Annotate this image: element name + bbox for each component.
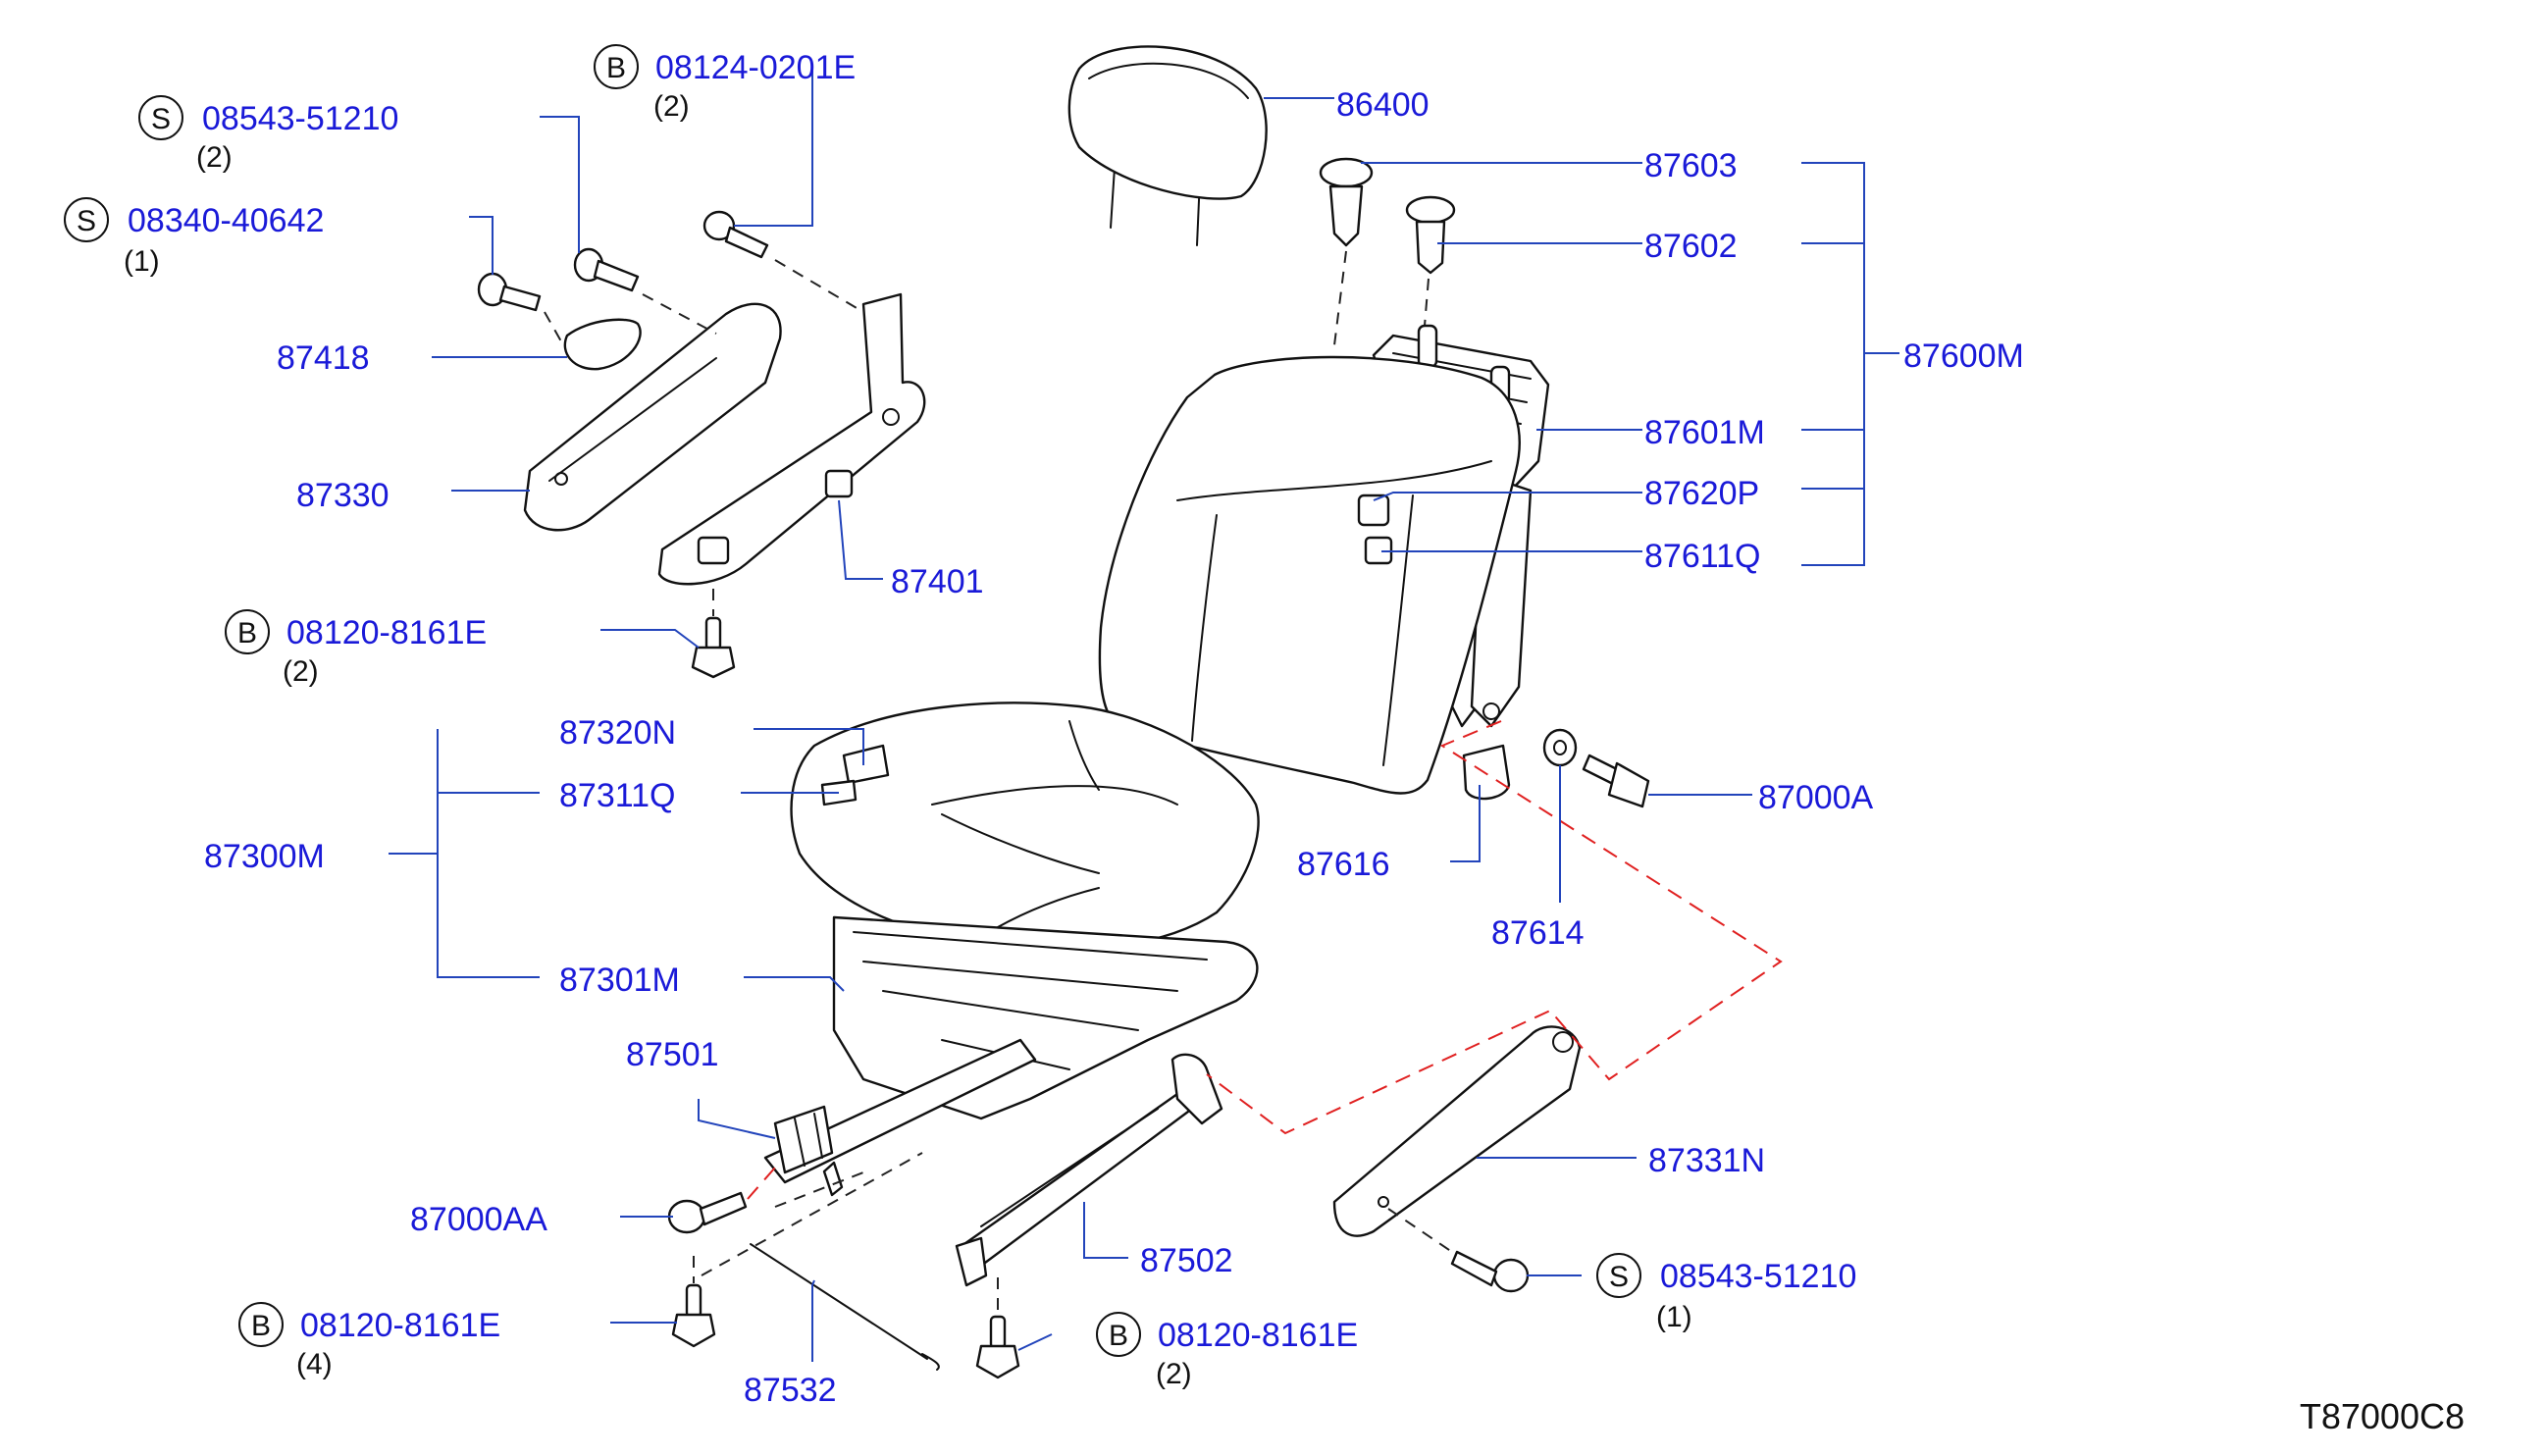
fastener-08120-8161e-lower-left: B 08120-8161E (4) (238, 1302, 500, 1380)
badge-letter: S (77, 205, 96, 237)
fastener-part-number: 08120-8161E (1158, 1317, 1358, 1354)
callout-87401: 87401 (891, 563, 984, 600)
badge-circle (594, 44, 639, 89)
back-part-87620p-shape[interactable] (1357, 494, 1390, 527)
callout-87603: 87603 (1644, 147, 1738, 184)
badge-letter: B (251, 1310, 271, 1342)
fastener-quantity: (1) (124, 245, 160, 278)
rod-87532-part[interactable] (750, 1243, 940, 1371)
badge-circle (238, 1302, 284, 1347)
fastener-08120-8161e-lower-mid: B 08120-8161E (2) (1096, 1312, 1358, 1390)
screw-08543-51210-part[interactable] (573, 247, 640, 292)
fastener-08124-0201e: B 08124-0201E (2) (594, 44, 856, 123)
fastener-quantity: (2) (196, 141, 233, 174)
callout-86400: 86400 (1336, 86, 1430, 124)
fastener-08340-40642: S 08340-40642 (1) (64, 197, 324, 278)
headrest-part[interactable] (1067, 45, 1268, 246)
bolt-08120-8161e-lower-left-part[interactable] (671, 1283, 716, 1348)
screw-08340-40642-part[interactable] (477, 272, 542, 312)
callout-87616: 87616 (1297, 846, 1390, 883)
badge-letter: S (151, 103, 171, 135)
seat-cushion-part[interactable] (790, 702, 1260, 951)
callout-87300m: 87300M (204, 838, 325, 875)
knob-87418-part[interactable] (563, 318, 642, 371)
fastener-08120-8161e-upper: B 08120-8161E (2) (225, 609, 487, 688)
callout-87611q: 87611Q (1644, 538, 1760, 575)
bolt-08124-0201e-part[interactable] (702, 210, 769, 259)
recliner-87401-part[interactable] (657, 292, 926, 586)
callout-87331n: 87331N (1648, 1142, 1765, 1179)
callout-87501: 87501 (626, 1036, 719, 1073)
callout-87000a: 87000A (1758, 779, 1874, 816)
bolt-87000aa-part[interactable] (667, 1191, 748, 1234)
badge-circle (225, 609, 270, 654)
callout-87602: 87602 (1644, 228, 1738, 265)
badge-letter: S (1609, 1261, 1629, 1293)
callout-87601m: 87601M (1644, 414, 1765, 451)
cushion-frame-part[interactable] (832, 915, 1259, 1120)
callout-87330: 87330 (296, 477, 390, 514)
bolt-87000a-part[interactable] (1582, 754, 1650, 808)
badge-letter: B (606, 52, 626, 84)
bushing-87614-part[interactable] (1542, 728, 1578, 767)
fastener-quantity: (2) (283, 655, 319, 688)
callout-87320n: 87320N (559, 714, 676, 752)
slide-inner-87501-part[interactable] (763, 1038, 1037, 1197)
fastener-part-number: 08543-51210 (1660, 1258, 1856, 1295)
fastener-08543-51210-lower: S 08543-51210 (1) (1596, 1253, 1856, 1333)
callout-87311q: 87311Q (559, 777, 675, 814)
badge-circle (1096, 1312, 1141, 1357)
badge-letter: B (1109, 1320, 1128, 1352)
fastener-part-number: 08340-40642 (128, 202, 324, 239)
callout-87000aa: 87000AA (410, 1201, 547, 1238)
callout-87620p: 87620P (1644, 475, 1759, 512)
cap-87616-part[interactable] (1462, 744, 1511, 801)
fastener-quantity: (4) (296, 1348, 333, 1380)
callout-87532: 87532 (744, 1372, 837, 1409)
figure-reference-code: T87000C8 (2300, 1396, 2465, 1436)
seat-back-cushion-part[interactable] (1098, 355, 1521, 795)
badge-letter: B (237, 617, 257, 650)
badge-circle (138, 95, 183, 140)
fastener-part-number: 08120-8161E (300, 1307, 500, 1344)
callout-87614: 87614 (1491, 914, 1585, 952)
cover-87330-part[interactable] (523, 302, 782, 532)
callout-87418: 87418 (277, 339, 370, 377)
headrest-guide-87603-part[interactable] (1319, 157, 1374, 247)
badge-circle (1596, 1253, 1641, 1298)
cover-87331n-part[interactable] (1332, 1025, 1582, 1237)
callout-87301m: 87301M (559, 962, 680, 999)
callout-87600m: 87600M (1903, 338, 2024, 375)
bolt-08120-8161e-lower-mid-part[interactable] (975, 1315, 1020, 1379)
headrest-guide-87602-part[interactable] (1405, 195, 1456, 275)
callout-87502: 87502 (1140, 1242, 1233, 1279)
fastener-part-number: 08543-51210 (202, 100, 398, 137)
fastener-quantity: (2) (653, 90, 690, 123)
badge-circle (64, 197, 109, 242)
slide-outer-87502-part[interactable] (955, 1053, 1223, 1287)
fastener-quantity: (1) (1656, 1301, 1692, 1333)
fastener-quantity: (2) (1156, 1358, 1192, 1390)
bolt-08120-8161e-upper-part[interactable] (691, 616, 736, 679)
fastener-part-number: 08124-0201E (655, 49, 856, 86)
fastener-part-number: 08120-8161E (286, 614, 487, 651)
screw-08543-51210-lower-part[interactable] (1450, 1250, 1530, 1293)
fastener-08543-51210-upper: S 08543-51210 (2) (138, 95, 398, 174)
